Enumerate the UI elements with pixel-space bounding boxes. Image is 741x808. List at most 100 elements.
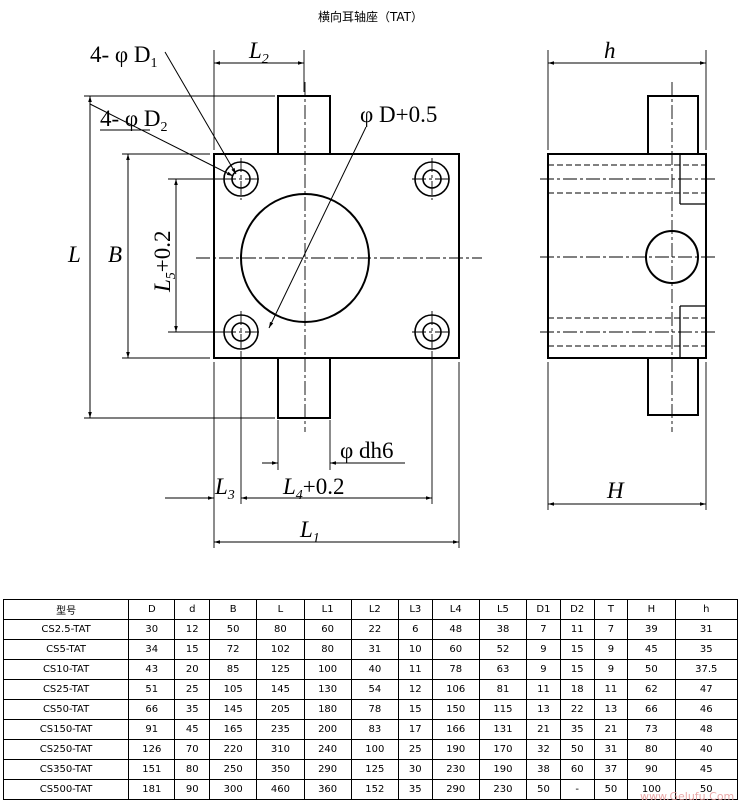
table-cell: 17 <box>397 719 433 740</box>
table-cell: 51 <box>128 679 176 700</box>
table-cell: CS50-TAT <box>2 699 130 720</box>
table-cell: 250 <box>209 759 258 780</box>
table-cell: 62 <box>627 679 676 700</box>
table-header-cell: L <box>256 599 305 620</box>
table-cell: 7 <box>526 619 561 640</box>
table-cell: 126 <box>128 739 176 760</box>
table-cell: 80 <box>303 639 352 660</box>
table-cell: 35 <box>174 699 211 720</box>
table-cell: 12 <box>174 619 211 640</box>
table-cell: 230 <box>431 759 480 780</box>
table-cell: - <box>559 779 595 800</box>
table-cell: 50 <box>627 659 676 680</box>
label-l4: L4+0.2 <box>282 474 345 503</box>
table-cell: 50 <box>559 739 595 760</box>
table-cell: 100 <box>627 779 676 800</box>
table-cell: 15 <box>174 639 211 660</box>
table-cell: 46 <box>674 699 738 720</box>
table-cell: 35 <box>674 639 738 660</box>
drawing-title: 横向耳轴座（TAT） <box>317 10 423 24</box>
table-cell: 6 <box>397 619 433 640</box>
table-cell: 45 <box>174 719 211 740</box>
table-cell: 11 <box>526 679 561 700</box>
table-cell: 78 <box>431 659 480 680</box>
table-cell: 131 <box>478 719 528 740</box>
table-cell: 165 <box>209 719 258 740</box>
table-cell: 460 <box>256 779 305 800</box>
table-cell: 90 <box>627 759 676 780</box>
table-cell: 39 <box>627 619 676 640</box>
table-cell: CS25-TAT <box>2 679 130 700</box>
table-cell: 31 <box>593 739 629 760</box>
table-cell: 125 <box>350 759 399 780</box>
table-cell: 32 <box>526 739 561 760</box>
table-cell: CS350-TAT <box>2 759 130 780</box>
table-cell: 90 <box>174 779 211 800</box>
front-body <box>213 153 460 359</box>
table-cell: 50 <box>674 779 738 800</box>
table-cell: 290 <box>431 779 480 800</box>
table-cell: 73 <box>627 719 676 740</box>
table-cell: 48 <box>674 719 738 740</box>
side-trunnion-bottom <box>647 357 699 416</box>
table-cell: 9 <box>526 659 561 680</box>
table-cell: 7 <box>593 619 629 640</box>
table-header-cell: D <box>128 599 176 620</box>
table-cell: 15 <box>397 699 433 720</box>
table-cell: 50 <box>593 779 629 800</box>
front-trunnion-top <box>277 95 331 155</box>
table-cell: 35 <box>397 779 433 800</box>
table-cell: CS250-TAT <box>2 739 130 760</box>
label-d2-holes: 4- φ D2 <box>100 106 168 135</box>
table-cell: 40 <box>674 739 738 760</box>
table-header-cell: L1 <box>303 599 352 620</box>
table-cell: 52 <box>478 639 528 660</box>
table-cell: 38 <box>478 619 528 640</box>
table-cell: 83 <box>350 719 399 740</box>
table-cell: 91 <box>128 719 176 740</box>
table-cell: 102 <box>256 639 305 660</box>
label-h-small: h <box>604 38 616 63</box>
table-cell: 50 <box>209 619 258 640</box>
table-cell: 21 <box>593 719 629 740</box>
table-cell: 350 <box>256 759 305 780</box>
table-cell: 10 <box>397 639 433 660</box>
table-cell: 80 <box>256 619 305 640</box>
table-cell: 20 <box>174 659 211 680</box>
table-cell: 151 <box>128 759 176 780</box>
table-cell: 9 <box>526 639 561 660</box>
table-cell: 152 <box>350 779 399 800</box>
table-cell: 37 <box>593 759 629 780</box>
label-l5: L5+0.2 <box>150 230 179 293</box>
table-cell: CS5-TAT <box>2 639 130 660</box>
table-cell: 54 <box>350 679 399 700</box>
center-lines <box>196 82 482 432</box>
table-cell: 18 <box>559 679 595 700</box>
table-cell: 25 <box>174 679 211 700</box>
table-cell: 240 <box>303 739 352 760</box>
extension-lines <box>84 50 460 548</box>
table-cell: 180 <box>303 699 352 720</box>
label-l: L <box>67 242 81 267</box>
table-cell: 60 <box>303 619 352 640</box>
table-cell: 85 <box>209 659 258 680</box>
table-cell: 31 <box>350 639 399 660</box>
table-cell: CS150-TAT <box>2 719 130 740</box>
table-cell: 130 <box>303 679 352 700</box>
table-cell: 100 <box>350 739 399 760</box>
table-cell: 34 <box>128 639 176 660</box>
table-cell: 11 <box>593 679 629 700</box>
front-view <box>84 50 482 548</box>
table-header-cell: 型号 <box>2 599 130 620</box>
table-cell: 40 <box>350 659 399 680</box>
table-cell: 63 <box>478 659 528 680</box>
table-cell: 81 <box>478 679 528 700</box>
table-header-cell: D2 <box>559 599 595 620</box>
